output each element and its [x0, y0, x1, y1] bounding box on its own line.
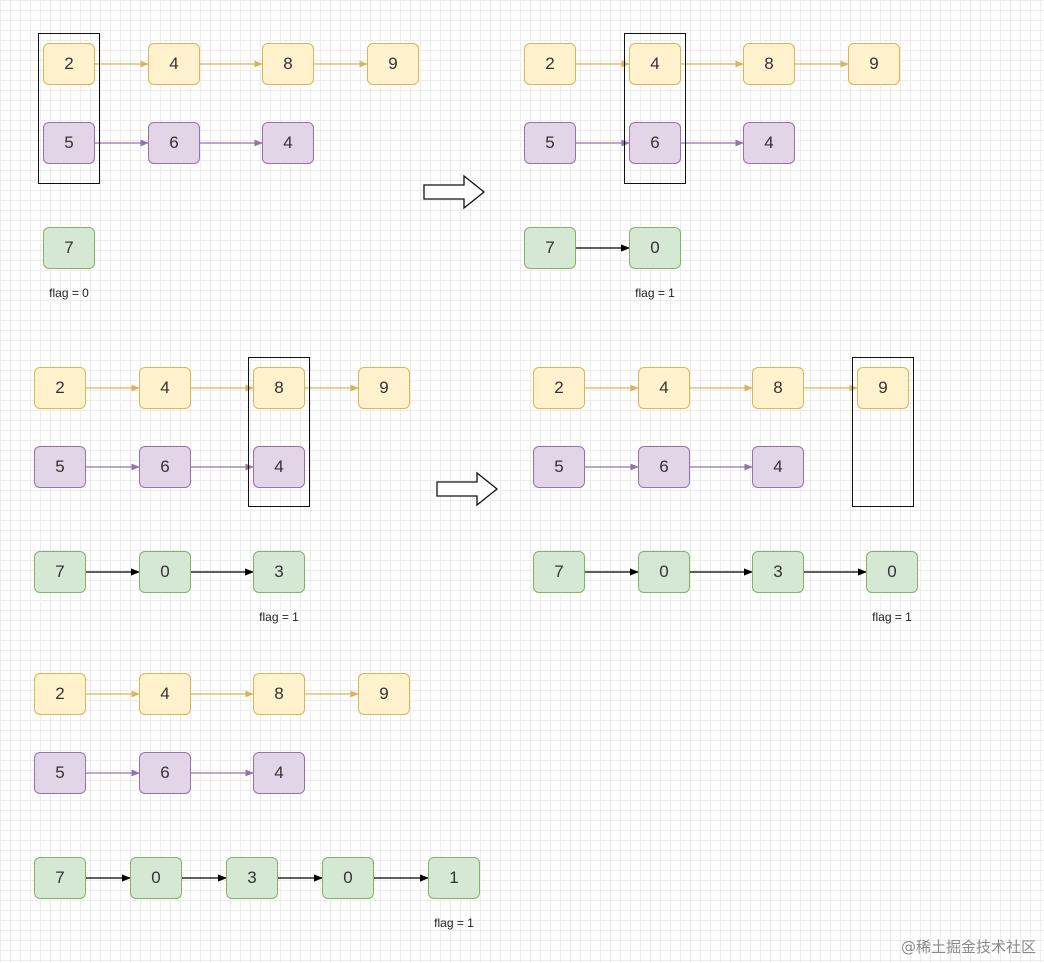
step4-current-column-highlight	[852, 357, 914, 507]
transition-arrow-icon-0	[423, 174, 486, 210]
step2-list-b-node-2: 4	[743, 122, 795, 164]
step1-list-a-node-3: 9	[367, 43, 419, 85]
step4-result-list-node-1: 0	[638, 551, 690, 593]
step2-flag-label: flag = 1	[635, 286, 675, 300]
step4-list-b-node-2: 4	[752, 446, 804, 488]
step4-list-a-node-1: 4	[638, 367, 690, 409]
step4-list-a-node-2: 8	[752, 367, 804, 409]
step1-list-a-node-1: 4	[148, 43, 200, 85]
step3-result-list-node-2: 3	[253, 551, 305, 593]
step3-list-a-node-1: 4	[139, 367, 191, 409]
step2-result-list-node-0: 7	[524, 227, 576, 269]
step4-result-list-node-2: 3	[752, 551, 804, 593]
step1-flag-label: flag = 0	[49, 286, 89, 300]
step3-result-list-node-1: 0	[139, 551, 191, 593]
step3-list-b-node-0: 5	[34, 446, 86, 488]
step5-result-list-node-4: 1	[428, 857, 480, 899]
step1-list-b-node-2: 4	[262, 122, 314, 164]
step4-result-list-node-3: 0	[866, 551, 918, 593]
step3-list-a-node-3: 9	[358, 367, 410, 409]
step3-result-list-node-0: 7	[34, 551, 86, 593]
step4-result-list-node-0: 7	[533, 551, 585, 593]
step2-list-b-node-0: 5	[524, 122, 576, 164]
transition-arrow-icon-1	[436, 471, 499, 507]
step5-result-list-node-3: 0	[322, 857, 374, 899]
step4-list-a-node-0: 2	[533, 367, 585, 409]
step1-list-b-node-1: 6	[148, 122, 200, 164]
step5-list-b-node-0: 5	[34, 752, 86, 794]
step4-flag-label: flag = 1	[872, 610, 912, 624]
step5-list-a-node-1: 4	[139, 673, 191, 715]
step2-result-list-node-1: 0	[629, 227, 681, 269]
step4-list-b-node-0: 5	[533, 446, 585, 488]
step5-list-a-node-3: 9	[358, 673, 410, 715]
step5-flag-label: flag = 1	[434, 916, 474, 930]
step2-list-b-node-1: 6	[629, 122, 681, 164]
step4-list-b-node-1: 6	[638, 446, 690, 488]
step4-list-a-node-3: 9	[857, 367, 909, 409]
step3-current-column-highlight	[248, 357, 310, 507]
step2-list-a-node-1: 4	[629, 43, 681, 85]
step3-list-b-node-2: 4	[253, 446, 305, 488]
watermark: @稀土掘金技术社区	[900, 938, 1036, 956]
step3-list-b-node-1: 6	[139, 446, 191, 488]
step1-list-a-node-2: 8	[262, 43, 314, 85]
step5-list-b-node-2: 4	[253, 752, 305, 794]
step5-result-list-node-2: 3	[226, 857, 278, 899]
step5-result-list-node-0: 7	[34, 857, 86, 899]
step1-result-list-node-0: 7	[43, 227, 95, 269]
step5-list-a-node-2: 8	[253, 673, 305, 715]
step2-list-a-node-3: 9	[848, 43, 900, 85]
step5-list-a-node-0: 2	[34, 673, 86, 715]
step5-list-b-node-1: 6	[139, 752, 191, 794]
step5-result-list-node-1: 0	[130, 857, 182, 899]
step1-list-b-node-0: 5	[43, 122, 95, 164]
step2-current-column-highlight	[624, 33, 686, 184]
step2-list-a-node-0: 2	[524, 43, 576, 85]
step3-list-a-node-2: 8	[253, 367, 305, 409]
step1-list-a-node-0: 2	[43, 43, 95, 85]
step2-list-a-node-2: 8	[743, 43, 795, 85]
step1-current-column-highlight	[38, 33, 100, 184]
step3-list-a-node-0: 2	[34, 367, 86, 409]
step3-flag-label: flag = 1	[259, 610, 299, 624]
